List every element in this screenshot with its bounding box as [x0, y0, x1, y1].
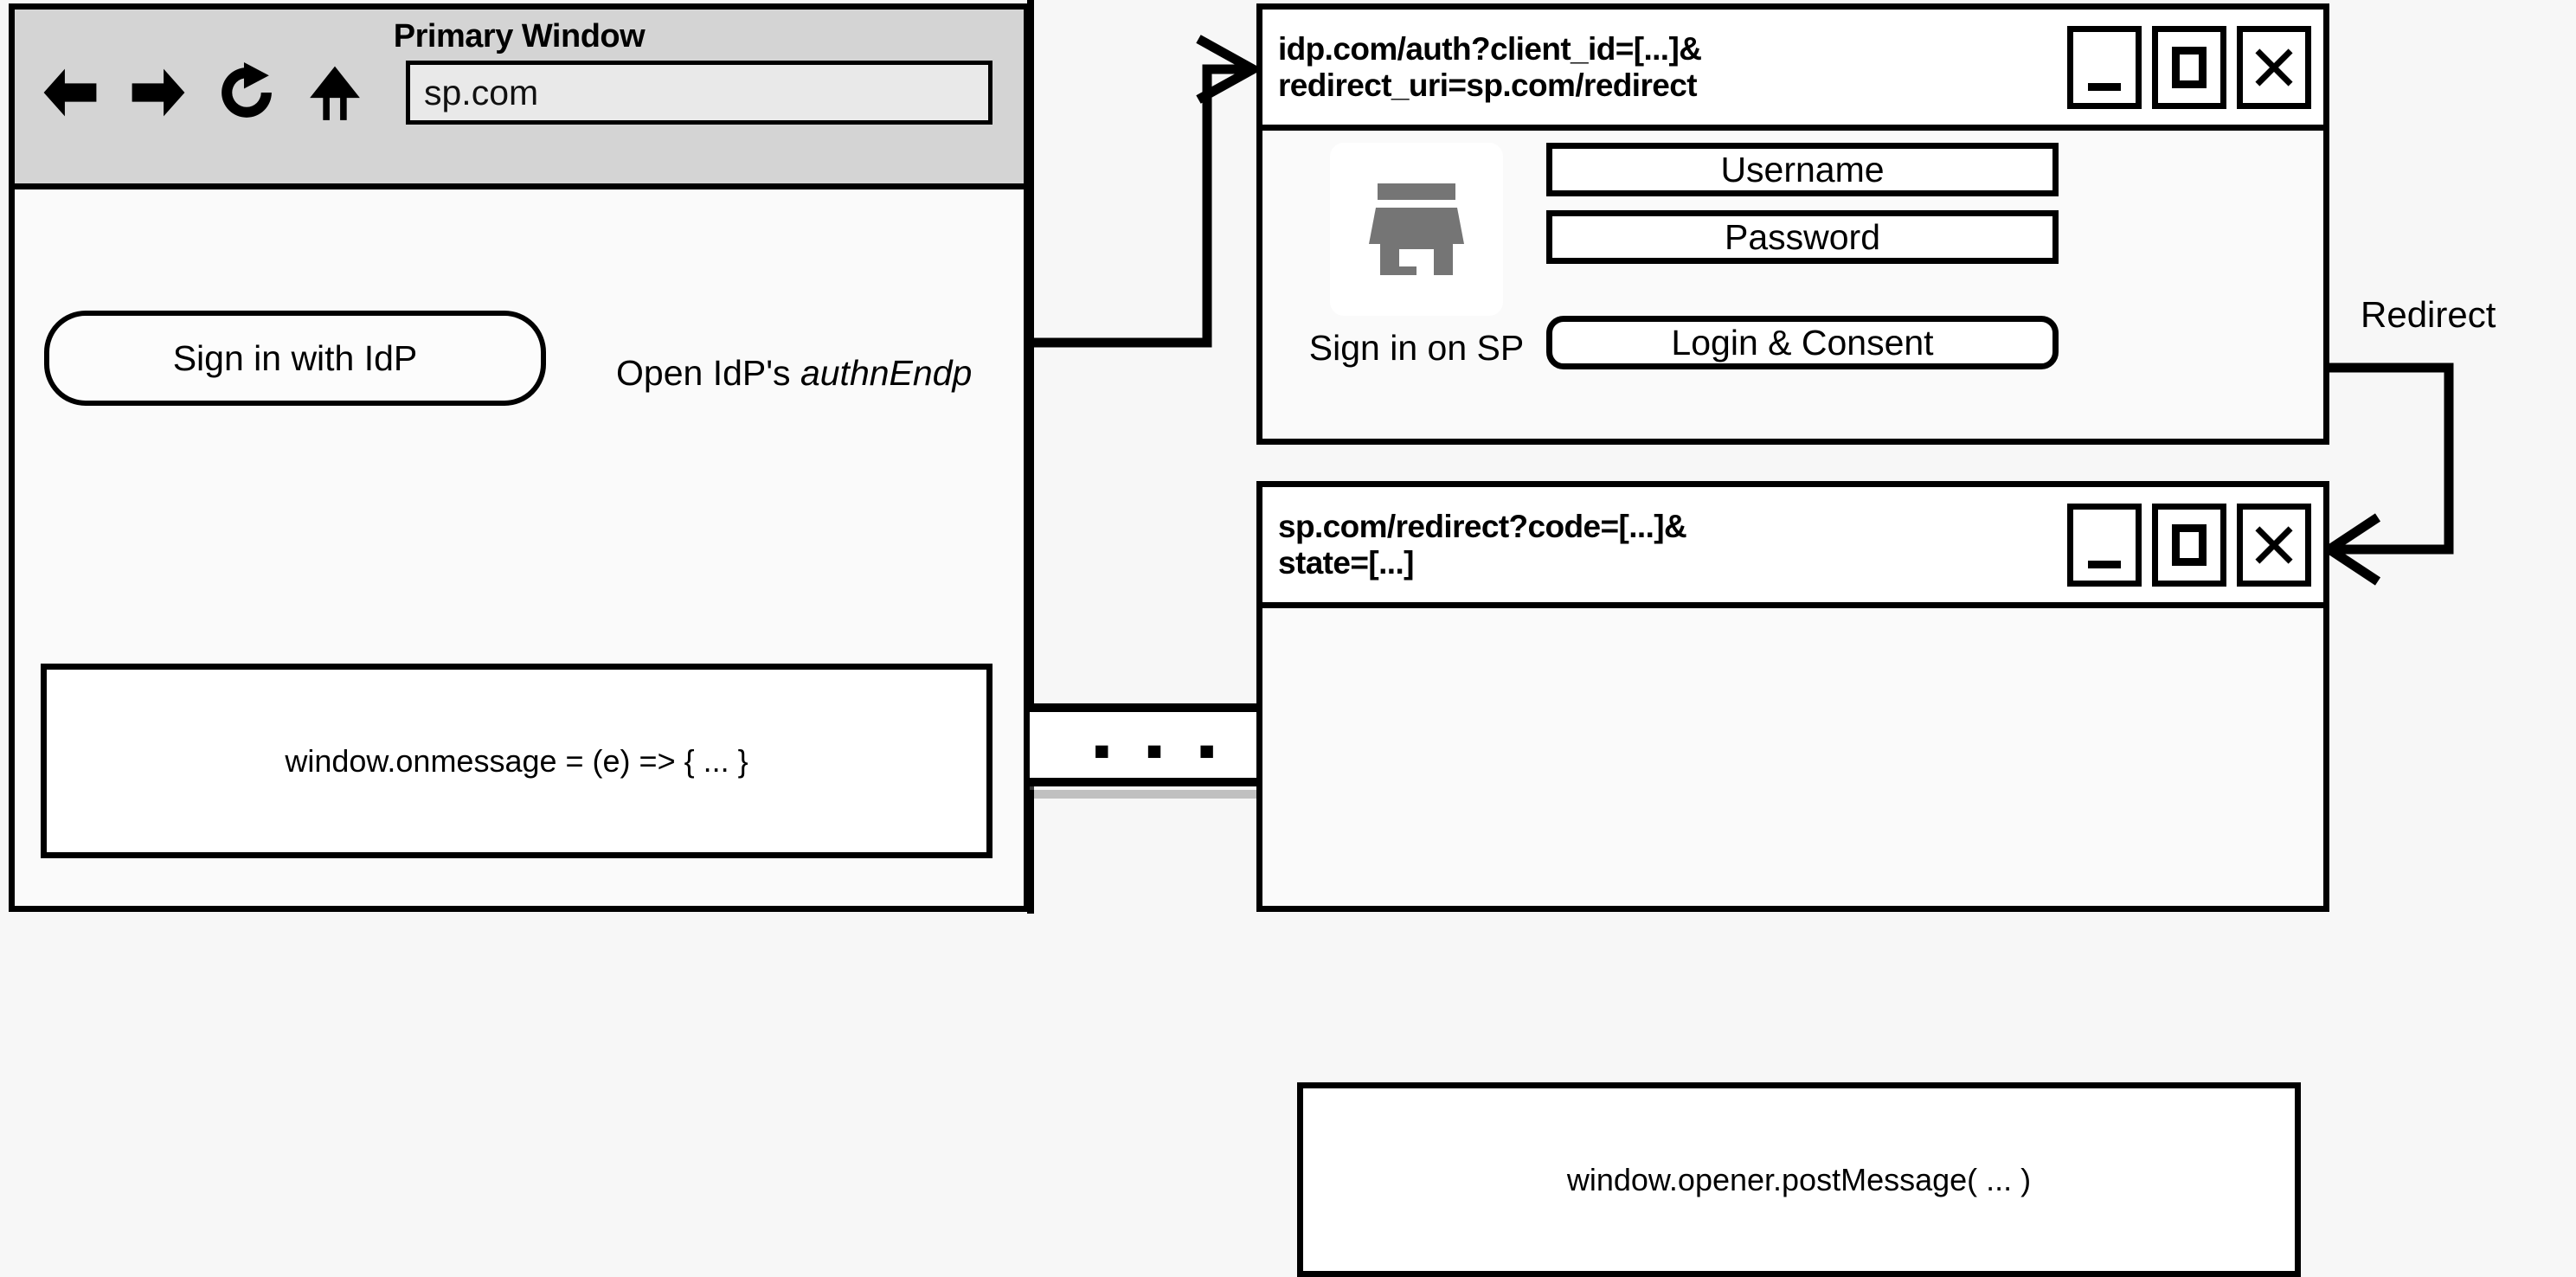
minimize-icon [2088, 560, 2121, 568]
back-arrow-icon[interactable] [37, 60, 103, 125]
primary-window-titlebar: Primary Window sp.com [15, 10, 1024, 189]
idp-url-line-1: idp.com/auth?client_id=[...]& [1278, 31, 1702, 67]
sign-in-with-idp-button[interactable]: Sign in with IdP [44, 311, 546, 406]
sign-in-on-sp-label: Sign in on SP [1308, 328, 1525, 368]
primary-browser-window: Primary Window sp.com Sign in with IdP [9, 3, 1030, 912]
minimize-button[interactable] [2067, 503, 2142, 587]
login-and-consent-button[interactable]: Login & Consent [1546, 316, 2059, 369]
username-input-label: Username [1720, 149, 1885, 189]
idp-window-body: Sign in on SP Username Password Login & … [1262, 131, 2323, 439]
open-authn-endp-label: Open IdP's authnEndp [616, 353, 972, 394]
close-icon [2251, 522, 2297, 568]
sp-url-line-2: state=[...] [1278, 544, 1414, 581]
minimize-icon [2088, 82, 2121, 91]
login-and-consent-label: Login & Consent [1671, 322, 1934, 363]
minimize-button[interactable] [2067, 25, 2142, 109]
address-bar-value: sp.com [424, 72, 539, 112]
postmessage-code-text: window.opener.postMessage( ... ) [1566, 1161, 2032, 1197]
idp-window-url: idp.com/auth?client_id=[...]& redirect_u… [1278, 31, 1702, 103]
redirect-connector [2328, 363, 2454, 555]
sign-in-with-idp-label: Sign in with IdP [172, 337, 418, 378]
onmessage-code-text: window.onmessage = (e) => { ... } [285, 742, 748, 779]
maximize-icon [2172, 523, 2207, 566]
redirect-arrowhead [2321, 513, 2381, 586]
idp-window-titlebar: idp.com/auth?client_id=[...]& redirect_u… [1262, 10, 2323, 131]
close-button[interactable] [2237, 25, 2311, 109]
password-input[interactable]: Password [1546, 210, 2059, 264]
redirect-label: Redirect [2361, 294, 2496, 335]
password-input-label: Password [1724, 216, 1880, 257]
username-input[interactable]: Username [1546, 143, 2059, 196]
forward-arrow-icon[interactable] [125, 60, 191, 125]
close-button[interactable] [2237, 503, 2311, 587]
home-icon[interactable] [302, 60, 368, 125]
postmessage-channel: ▪ ▪ ▪ [913, 651, 1397, 850]
sp-redirect-window: sp.com/redirect?code=[...]& state=[...] … [1256, 481, 2329, 1277]
onmessage-code-box: window.onmessage = (e) => { ... } [41, 664, 992, 858]
idp-url-line-2: redirect_uri=sp.com/redirect [1278, 67, 1698, 103]
maximize-button[interactable] [2152, 25, 2226, 109]
sp-window-controls [2067, 503, 2311, 587]
sp-window-url: sp.com/redirect?code=[...]& state=[...] [1278, 509, 1687, 581]
sp-url-line-1: sp.com/redirect?code=[...]& [1278, 509, 1687, 545]
maximize-button[interactable] [2152, 503, 2226, 587]
reload-icon[interactable] [214, 60, 279, 125]
primary-window-body: Sign in with IdP window.onmessage = (e) … [15, 189, 1024, 906]
maximize-icon [2172, 46, 2207, 88]
sp-window-body: window.opener.postMessage( ... ) [1262, 608, 2323, 1277]
open-authn-endp-prefix: Open IdP's [616, 353, 800, 393]
idp-window-controls [2067, 25, 2311, 109]
sp-window-titlebar: sp.com/redirect?code=[...]& state=[...] [1262, 487, 2323, 608]
primary-window-title: Primary Window [393, 18, 646, 55]
close-icon [2251, 44, 2297, 91]
address-bar[interactable]: sp.com [406, 61, 992, 125]
postmessage-channel-dots: ▪ ▪ ▪ [1093, 722, 1226, 779]
browser-toolbar: sp.com [15, 53, 1024, 125]
open-authn-endp-arrowhead [1196, 35, 1263, 104]
sp-logo-tile [1330, 143, 1503, 316]
idp-auth-window: idp.com/auth?client_id=[...]& redirect_u… [1256, 3, 2329, 445]
postmessage-code-box: window.opener.postMessage( ... ) [1297, 1082, 2301, 1277]
open-authn-endp-emphasis: authnEndp [800, 353, 973, 393]
storefront-icon [1369, 183, 1464, 275]
